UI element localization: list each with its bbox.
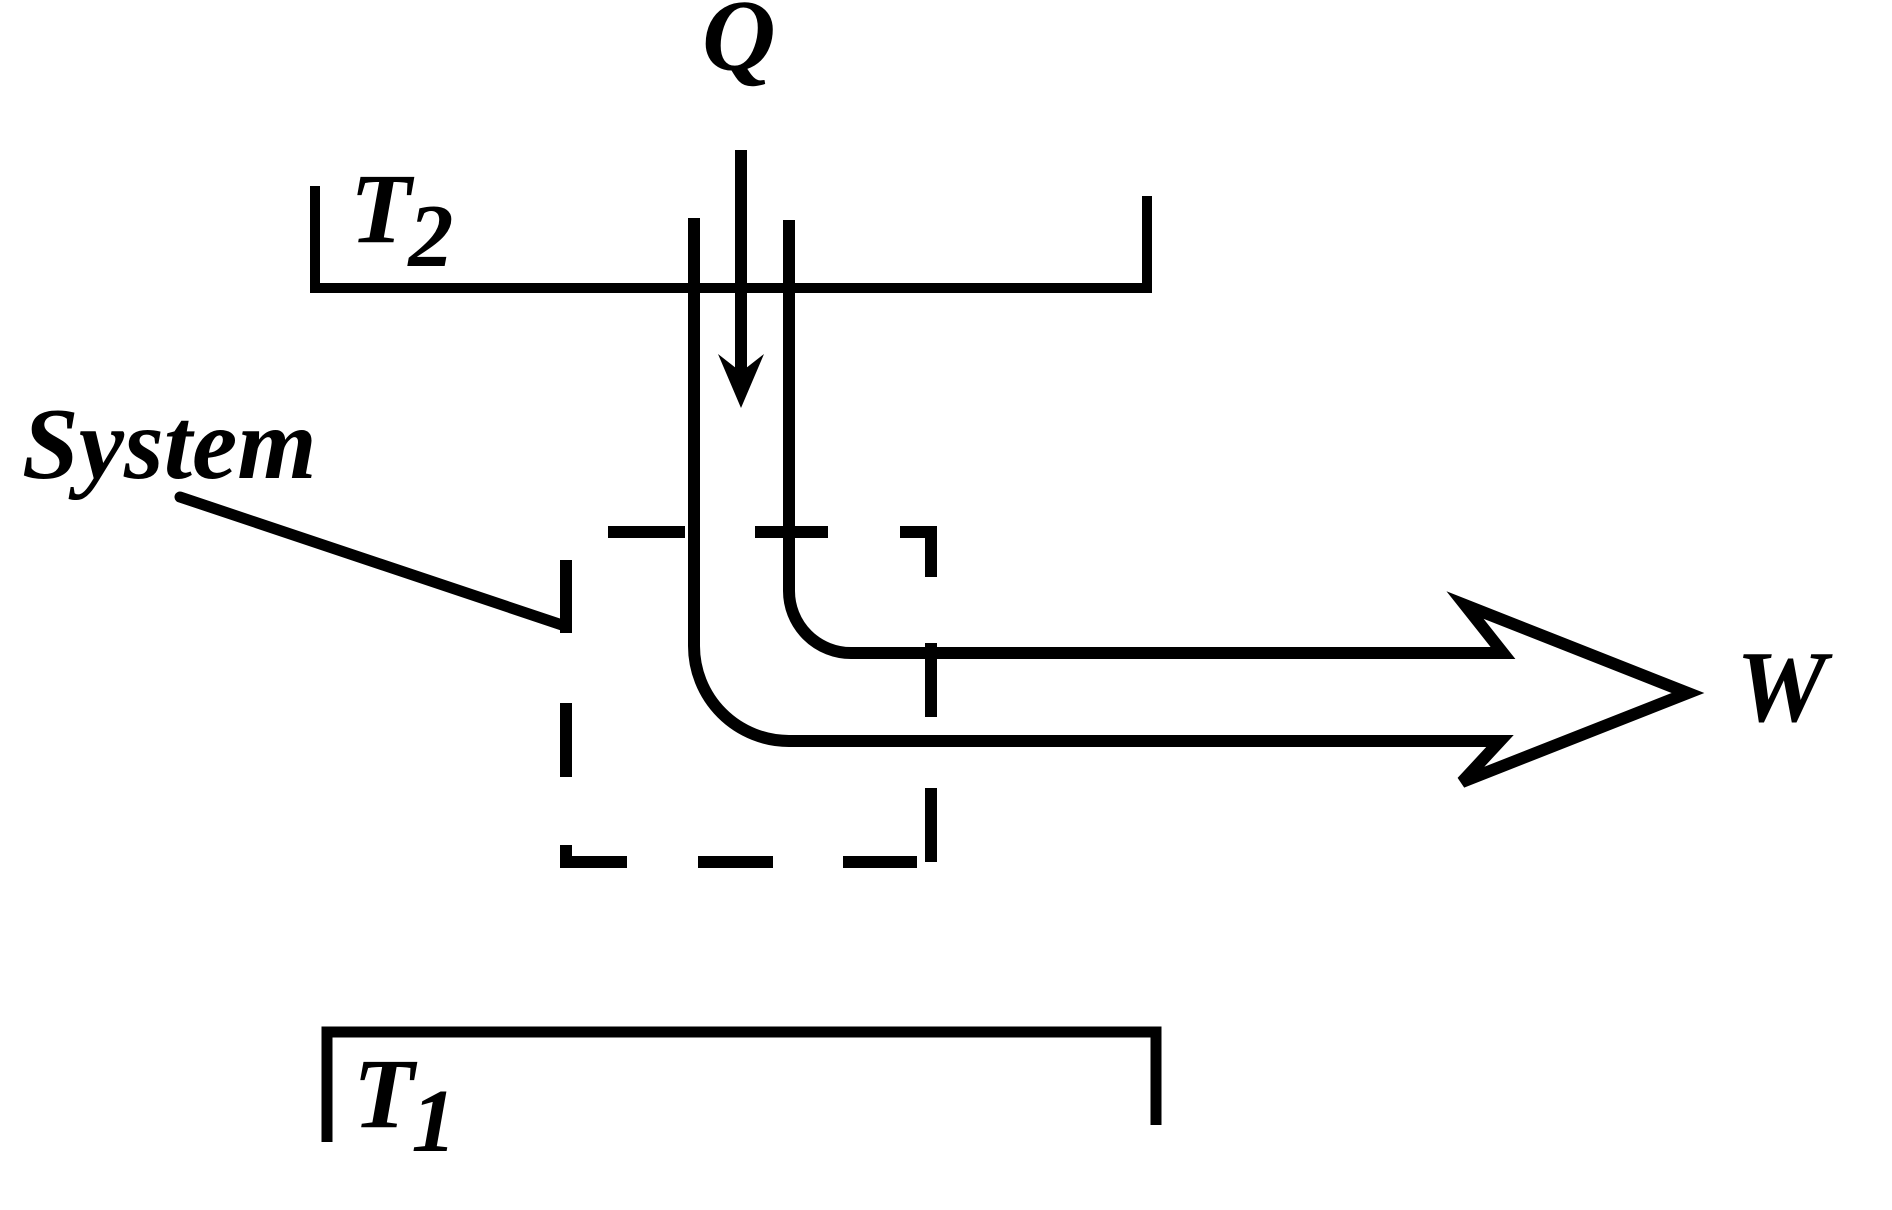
cold-reservoir-symbol: T <box>353 1038 415 1149</box>
hot-reservoir-symbol: T <box>350 153 412 264</box>
work-flow-duct-arrow-icon <box>688 218 1705 788</box>
cold-reservoir-label: T1 <box>353 1044 456 1167</box>
system-leader-line <box>174 491 571 632</box>
hot-reservoir-subscript: 2 <box>408 187 454 287</box>
hot-reservoir-label: T2 <box>350 159 453 282</box>
heat-arrow-icon <box>718 150 764 408</box>
work-label: W <box>1736 631 1827 744</box>
heat-label: Q <box>702 0 776 93</box>
cold-reservoir-subscript: 1 <box>411 1072 457 1172</box>
system-boundary-dashed-box <box>560 526 937 868</box>
hot-reservoir-line <box>310 186 1152 293</box>
cold-reservoir-line <box>321 1026 1162 1142</box>
system-label: System <box>22 388 317 501</box>
